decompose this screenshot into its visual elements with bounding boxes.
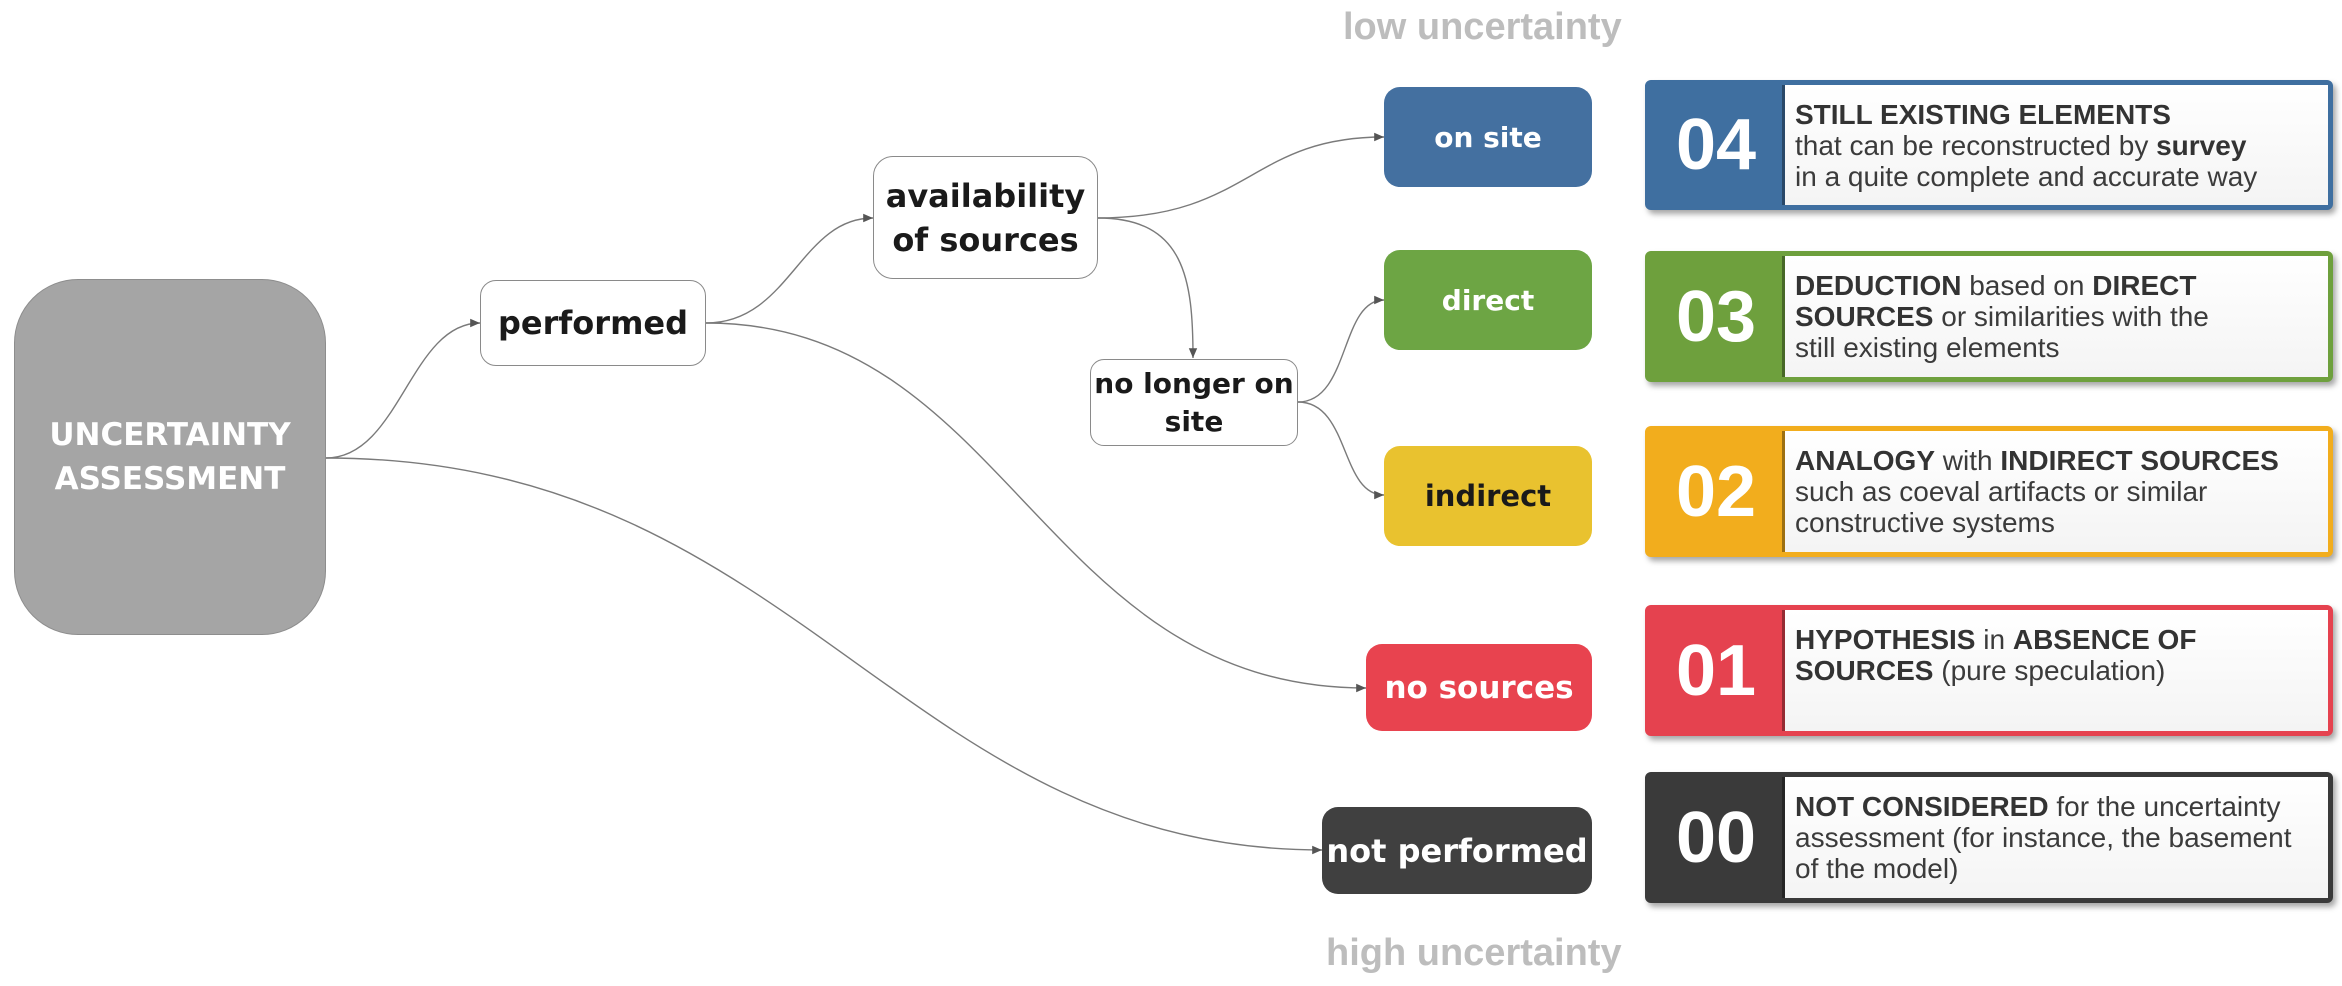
description-bold-text: survey xyxy=(2156,130,2247,161)
description-text: that can be reconstructed by xyxy=(1795,130,2157,161)
no-longer-on-site-node: no longer on site xyxy=(1090,359,1298,446)
edge-root-not-performed xyxy=(325,457,1323,855)
description-text: constructive systems xyxy=(1795,507,2055,538)
description-bold-text: SOURCES xyxy=(1795,655,1934,686)
level-01-number: 01 xyxy=(1650,610,1785,731)
description-text: in xyxy=(1975,624,2013,655)
no-sources-node: no sources xyxy=(1366,644,1592,731)
description-text: such as coeval artifacts or similar xyxy=(1795,476,2208,507)
description-text: with xyxy=(1935,445,2001,476)
description-bold-text: HYPOTHESIS xyxy=(1795,624,1976,655)
description-text: still existing elements xyxy=(1795,332,2060,363)
edge-availability-no-longer xyxy=(1097,217,1198,359)
description-bold-text: SOURCES xyxy=(1795,301,1934,332)
level-01-badge: 01 HYPOTHESIS in ABSENCE OF SOURCES (pure… xyxy=(1645,605,2333,736)
level-01-description: HYPOTHESIS in ABSENCE OF SOURCES (pure sp… xyxy=(1785,610,2328,731)
level-03-number: 03 xyxy=(1650,256,1785,377)
description-text: for the uncertainty xyxy=(2048,791,2281,822)
indirect-node: indirect xyxy=(1384,446,1592,546)
edge-performed-no-sources xyxy=(705,322,1367,693)
edge-no-longer-direct xyxy=(1297,295,1385,403)
level-03-badge: 03 DEDUCTION based on DIRECT SOURCES or s… xyxy=(1645,251,2333,382)
description-bold-text: ABSENCE OF xyxy=(2012,624,2197,655)
not-performed-node: not performed xyxy=(1322,807,1592,894)
description-text: in a quite complete and accurate way xyxy=(1795,161,2258,192)
uncertainty-assessment-node: UNCERTAINTY ASSESSMENT xyxy=(14,279,326,635)
high-uncertainty-label: high uncertainty xyxy=(1326,932,1622,974)
description-text: (pure speculation) xyxy=(1933,655,2166,686)
level-00-number: 00 xyxy=(1650,777,1785,898)
edge-root-performed xyxy=(325,318,481,459)
description-bold-text: NOT CONSIDERED xyxy=(1795,791,2049,822)
description-bold-text: DEDUCTION xyxy=(1795,270,1962,301)
on-site-node: on site xyxy=(1384,87,1592,187)
edge-performed-availability xyxy=(705,213,874,324)
description-bold-text: INDIRECT SOURCES xyxy=(2000,445,2279,476)
description-bold-text: DIRECT xyxy=(2092,270,2197,301)
description-text: assessment (for instance, the basement xyxy=(1795,822,2292,853)
performed-node: performed xyxy=(480,280,706,366)
description-bold-text: ANALOGY xyxy=(1795,445,1935,476)
level-04-number: 04 xyxy=(1650,85,1785,205)
direct-node: direct xyxy=(1384,250,1592,350)
level-02-number: 02 xyxy=(1650,431,1785,552)
description-text: based on xyxy=(1961,270,2093,301)
availability-of-sources-node: availability of sources xyxy=(873,156,1098,279)
low-uncertainty-label: low uncertainty xyxy=(1343,6,1622,48)
description-bold-text: STILL EXISTING ELEMENTS xyxy=(1795,99,2171,130)
description-text: or similarities with the xyxy=(1933,301,2209,332)
edge-no-longer-indirect xyxy=(1297,401,1385,500)
edge-availability-on-site xyxy=(1097,132,1385,219)
level-03-description: DEDUCTION based on DIRECT SOURCES or simi… xyxy=(1785,256,2328,377)
description-text: of the model) xyxy=(1795,853,1959,884)
